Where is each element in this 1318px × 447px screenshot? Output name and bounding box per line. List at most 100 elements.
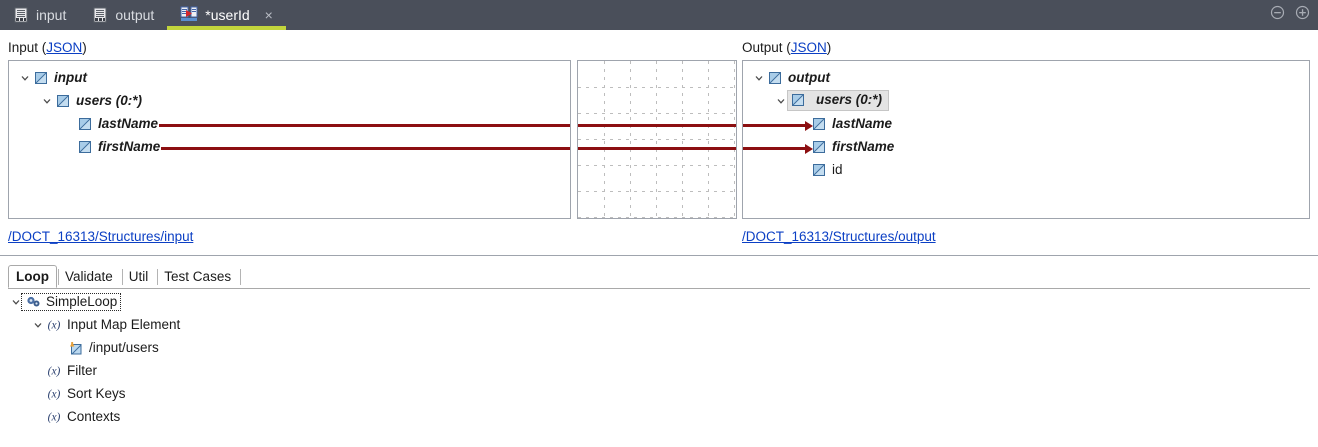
grid-line-horizontal	[578, 139, 736, 140]
chevron-down-icon[interactable]	[773, 89, 789, 112]
loop-tree-label: SimpleLoop	[46, 293, 118, 309]
simple-type-icon	[77, 139, 93, 155]
tree-row[interactable]: lastName	[743, 112, 1309, 135]
mapping-connection-line[interactable]	[743, 147, 807, 150]
simple-type-icon	[811, 116, 827, 132]
bottom-tab-end-separator	[239, 265, 242, 288]
twisty-placeholder	[30, 382, 46, 405]
function-icon: (x)	[46, 363, 62, 379]
function-icon: (x)	[46, 409, 62, 425]
node-content: /input/users	[68, 340, 159, 356]
focused-node-outline: SimpleLoop	[21, 292, 122, 311]
bottom-tab-validate[interactable]: Validate	[57, 265, 121, 288]
input-json-link[interactable]: JSON	[46, 40, 83, 55]
grid-line-horizontal	[578, 113, 736, 114]
tab-label: *userId	[205, 7, 250, 23]
svg-text:(x): (x)	[48, 411, 61, 423]
tree-row[interactable]: id	[743, 158, 1309, 181]
tree-row[interactable]: users (0:*)	[743, 89, 1309, 112]
input-tree: input users (0:*) lastName firstName	[9, 61, 570, 158]
loop-tree-row[interactable]: (x) Filter	[0, 359, 1318, 382]
maximize-icon[interactable]	[1295, 5, 1310, 25]
node-content: (x) Input Map Element	[46, 316, 181, 333]
connection-arrow-icon	[805, 143, 813, 154]
tree-row[interactable]: users (0:*)	[9, 89, 570, 112]
tree-row[interactable]: input	[9, 66, 570, 89]
chevron-down-icon[interactable]	[17, 66, 33, 89]
twisty-placeholder	[61, 112, 77, 135]
horizontal-divider	[0, 255, 1318, 256]
minimize-icon[interactable]	[1270, 5, 1285, 25]
xpath-icon	[68, 340, 84, 356]
loop-tree-row[interactable]: SimpleLoop	[0, 290, 1318, 313]
input-section-label: Input (JSON)	[8, 40, 87, 55]
mapping-connection-line[interactable]	[159, 124, 570, 127]
tree-row[interactable]: lastName	[9, 112, 570, 135]
chevron-down-icon[interactable]	[8, 290, 24, 313]
mapping-connection-line[interactable]	[578, 147, 736, 150]
tree-node-label: users (0:*)	[76, 92, 143, 108]
output-section-label: Output (JSON)	[742, 40, 831, 55]
tree-node-label: users (0:*)	[816, 92, 883, 108]
grid-line-horizontal	[578, 191, 736, 192]
bottom-tab-test-cases[interactable]: Test Cases	[156, 265, 239, 288]
tree-row[interactable]: firstName	[9, 135, 570, 158]
mapping-grid-panel[interactable]	[577, 60, 737, 219]
input-label-suffix: )	[82, 40, 87, 55]
bottom-tab-loop[interactable]: Loop	[8, 265, 57, 288]
complex-type-icon	[790, 92, 806, 108]
input-path-link[interactable]: /DOCT_16313/Structures/input	[8, 229, 194, 244]
tree-row[interactable]: output	[743, 66, 1309, 89]
loop-tree-row[interactable]: (x)Contexts	[0, 405, 1318, 428]
tab-label: input	[36, 7, 67, 23]
connection-arrow-icon	[805, 120, 813, 131]
function-icon: (x)	[46, 317, 62, 333]
bottom-tabs-baseline	[8, 288, 1310, 289]
grid-line-horizontal	[578, 165, 736, 166]
simple-type-icon	[77, 116, 93, 132]
tree-node-label: lastName	[98, 115, 159, 131]
tab-output[interactable]: output	[79, 0, 167, 30]
output-json-link[interactable]: JSON	[790, 40, 827, 55]
node-content: firstName	[811, 139, 894, 155]
tree-node-label: firstName	[832, 138, 895, 154]
twisty-placeholder	[795, 158, 811, 181]
loop-tree-row[interactable]: (x)Sort Keys	[0, 382, 1318, 405]
active-tab-indicator	[167, 26, 286, 30]
loop-tree-label: Input Map Element	[67, 316, 181, 332]
bottom-tab-label: Util	[128, 269, 149, 284]
output-tree: output users (0:*) lastName firstName id	[743, 61, 1309, 181]
mapping-connection-line[interactable]	[578, 124, 736, 127]
output-path-link[interactable]: /DOCT_16313/Structures/output	[742, 229, 936, 244]
map-run-icon	[180, 6, 198, 25]
input-structure-panel[interactable]: input users (0:*) lastName firstName	[8, 60, 571, 219]
tree-node-label: firstName	[98, 138, 161, 154]
loop-tree-row[interactable]: (x) Input Map Element	[0, 313, 1318, 336]
chevron-down-icon[interactable]	[751, 66, 767, 89]
output-structure-panel[interactable]: output users (0:*) lastName firstName id	[742, 60, 1310, 219]
tree-row[interactable]: firstName	[743, 135, 1309, 158]
node-content: (x)Sort Keys	[46, 386, 126, 402]
node-content: input	[33, 70, 87, 86]
tab-label: output	[115, 7, 155, 23]
bottom-tab-label: Loop	[16, 268, 49, 284]
loop-tree-label: Filter	[67, 362, 97, 378]
chevron-down-icon[interactable]	[30, 313, 46, 336]
chevron-down-icon[interactable]	[39, 89, 55, 112]
window-controls	[1270, 0, 1310, 30]
gears-icon	[25, 294, 41, 310]
tab-userid[interactable]: *userId ×	[167, 0, 286, 30]
mapping-connection-line[interactable]	[161, 147, 570, 150]
mapping-connection-line[interactable]	[743, 124, 807, 127]
output-label-prefix: Output (	[742, 40, 791, 55]
loop-tree-row[interactable]: /input/users	[0, 336, 1318, 359]
twisty-placeholder	[30, 359, 46, 382]
bottom-tab-util[interactable]: Util	[121, 265, 157, 288]
tree-node-label: lastName	[832, 115, 893, 131]
output-label-suffix: )	[826, 40, 832, 55]
structure-doc-icon	[13, 7, 29, 23]
close-icon[interactable]: ×	[264, 7, 273, 23]
grid-line-horizontal	[578, 87, 736, 88]
tab-input[interactable]: input	[0, 0, 79, 30]
svg-text:(x): (x)	[48, 365, 61, 377]
